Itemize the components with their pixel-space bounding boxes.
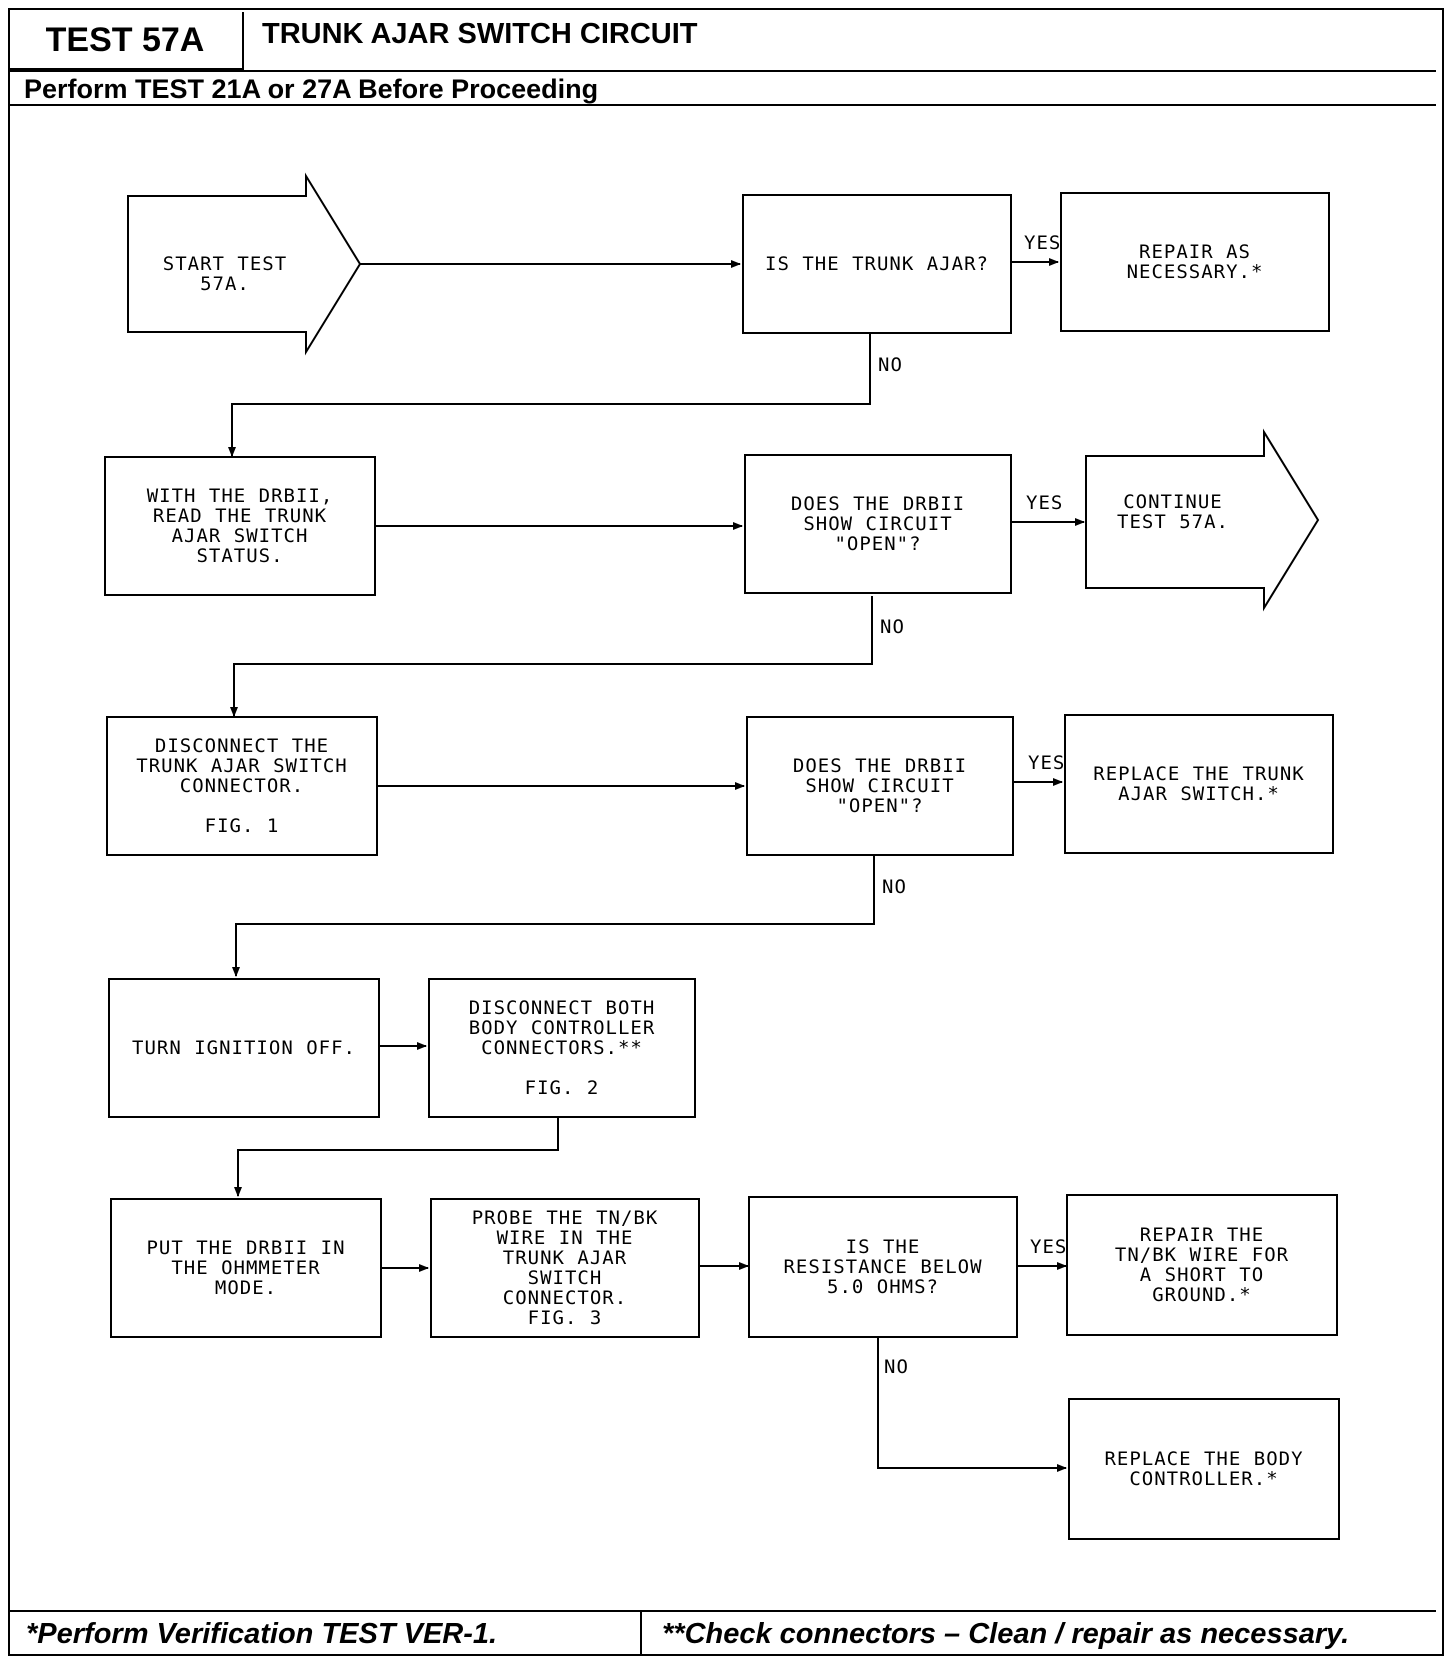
q1-yes-box: REPAIR AS NECESSARY.* (1060, 192, 1330, 332)
ignition-off-box: TURN IGNITION OFF. (108, 978, 380, 1118)
q4-yes-label: YES (1030, 1236, 1068, 1258)
q2-box: DOES THE DRBII SHOW CIRCUIT "OPEN"? (744, 454, 1012, 594)
probe-text: PROBE THE TN/BK WIRE IN THE TRUNK AJAR S… (471, 1207, 659, 1309)
footer-column-divider (640, 1610, 642, 1656)
disconnect-switch-text: DISCONNECT THE TRUNK AJAR SWITCH CONNECT… (136, 735, 348, 797)
ohmmeter-text: PUT THE DRBII IN THE OHMMETER MODE. (146, 1237, 346, 1299)
header-divider-2 (8, 104, 1436, 106)
test-id: TEST 57A (45, 20, 205, 59)
q1-box: IS THE TRUNK AJAR? (742, 194, 1012, 334)
q4-no-label: NO (884, 1356, 909, 1378)
page-frame (8, 8, 1444, 1656)
test-title: TRUNK AJAR SWITCH CIRCUIT (262, 18, 698, 50)
q4-text: IS THE RESISTANCE BELOW 5.0 OHMS? (783, 1236, 983, 1298)
start-step: START TEST 57A. (162, 253, 288, 295)
disconnect-switch-box: DISCONNECT THE TRUNK AJAR SWITCH CONNECT… (106, 716, 378, 856)
arrow-q4-no (877, 1338, 1067, 1472)
start-arrow-shape (127, 172, 362, 356)
disconnect-switch-fig: FIG. 1 (204, 815, 280, 837)
arrow-body-to-ohm (234, 1118, 559, 1197)
q3-yes-text: REPLACE THE TRUNK AJAR SWITCH.* (1093, 763, 1305, 805)
header-divider (8, 70, 1436, 72)
q3-box: DOES THE DRBII SHOW CIRCUIT "OPEN"? (746, 716, 1014, 856)
read-status-text: WITH THE DRBII, READ THE TRUNK AJAR SWIT… (146, 485, 334, 567)
test-id-cell: TEST 57A (8, 12, 244, 70)
prerequisite-note: Perform TEST 21A or 27A Before Proceedin… (24, 74, 599, 104)
verification-note: *Perform Verification TEST VER-1. (26, 1618, 498, 1650)
q4-no-text: REPLACE THE BODY CONTROLLER.* (1104, 1448, 1304, 1490)
q4-yes-text: REPAIR THE TN/BK WIRE FOR A SHORT TO GRO… (1114, 1224, 1290, 1306)
q2-no-label: NO (880, 616, 905, 638)
q2-yes-label: YES (1026, 492, 1064, 514)
connectors-note: **Check connectors – Clean / repair as n… (662, 1618, 1350, 1650)
q4-box: IS THE RESISTANCE BELOW 5.0 OHMS? (748, 1196, 1018, 1338)
q1-yes-text: REPAIR AS NECESSARY.* (1126, 241, 1264, 283)
probe-fig: FIG. 3 (527, 1307, 603, 1329)
q1-yes-label: YES (1024, 232, 1062, 254)
arrow-q1-no (228, 334, 871, 457)
disconnect-body-fig: FIG. 2 (524, 1077, 600, 1099)
arrow-q2-no (230, 596, 873, 717)
q3-text: DOES THE DRBII SHOW CIRCUIT "OPEN"? (792, 755, 968, 817)
footer-divider (8, 1610, 1436, 1612)
ignition-off-text: TURN IGNITION OFF. (132, 1037, 356, 1059)
q1-no-label: NO (878, 354, 903, 376)
probe-box: PROBE THE TN/BK WIRE IN THE TRUNK AJAR S… (430, 1198, 700, 1338)
continue-step: CONTINUE TEST 57A. (1117, 491, 1229, 533)
q1-text: IS THE TRUNK AJAR? (765, 253, 989, 275)
q4-yes-box: REPAIR THE TN/BK WIRE FOR A SHORT TO GRO… (1066, 1194, 1338, 1336)
continue-arrow-shape (1085, 428, 1320, 612)
q3-yes-label: YES (1028, 752, 1066, 774)
q3-yes-box: REPLACE THE TRUNK AJAR SWITCH.* (1064, 714, 1334, 854)
q2-text: DOES THE DRBII SHOW CIRCUIT "OPEN"? (790, 493, 966, 555)
q4-no-box: REPLACE THE BODY CONTROLLER.* (1068, 1398, 1340, 1540)
ohmmeter-box: PUT THE DRBII IN THE OHMMETER MODE. (110, 1198, 382, 1338)
read-status-box: WITH THE DRBII, READ THE TRUNK AJAR SWIT… (104, 456, 376, 596)
arrow-q3-no (232, 856, 875, 977)
q3-no-label: NO (882, 876, 907, 898)
disconnect-body-box: DISCONNECT BOTH BODY CONTROLLER CONNECTO… (428, 978, 696, 1118)
disconnect-body-text: DISCONNECT BOTH BODY CONTROLLER CONNECTO… (468, 997, 656, 1059)
